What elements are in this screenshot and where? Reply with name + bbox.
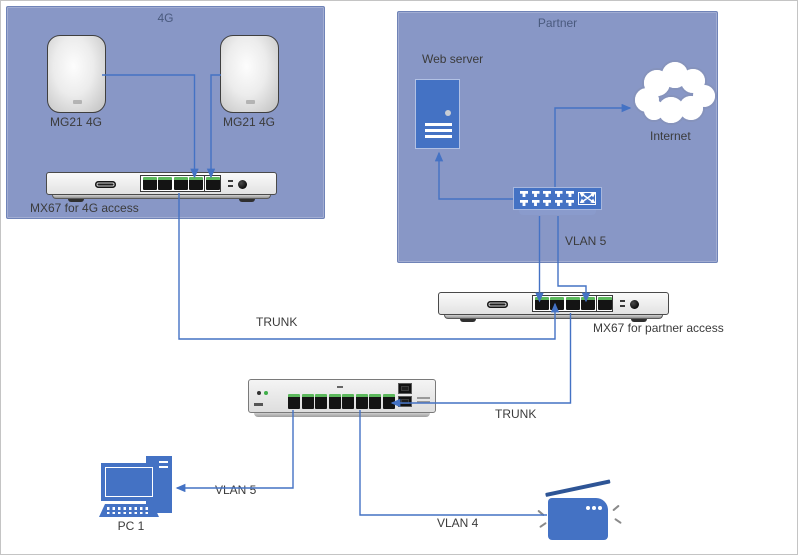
switch-body xyxy=(513,187,602,210)
ethernet-port xyxy=(581,297,595,310)
mx67-4g-router-icon xyxy=(46,172,277,202)
status-led xyxy=(257,391,261,395)
router-chassis xyxy=(46,172,277,195)
ethernet-port xyxy=(206,177,220,190)
chassis-base xyxy=(254,413,430,417)
printer-buttons xyxy=(586,506,590,510)
status-led xyxy=(264,391,268,395)
ethernet-port xyxy=(342,394,354,409)
printer-icon xyxy=(537,479,624,554)
group-partner-title: Partner xyxy=(537,16,578,30)
vent-mark xyxy=(337,386,343,388)
partner-switch-icon xyxy=(513,187,602,215)
ethernet-port xyxy=(369,394,381,409)
chassis-foot xyxy=(239,199,255,202)
trunk-4g-label: TRUNK xyxy=(256,315,298,329)
vlan5-partner-label: VLAN 5 xyxy=(565,234,607,248)
ethernet-port xyxy=(328,394,341,409)
mx67-partner-label: MX67 for partner access xyxy=(593,321,724,335)
ethernet-port xyxy=(534,297,549,310)
internet-cloud-icon xyxy=(627,55,719,129)
vlan4-printer-label: VLAN 4 xyxy=(437,516,479,530)
wan-port-group xyxy=(596,295,613,312)
power-connector xyxy=(630,300,639,309)
web-server-label: Web server xyxy=(422,52,484,66)
status-leds xyxy=(228,180,233,182)
ethernet-port xyxy=(189,177,203,190)
mg21-right-label: MG21 4G xyxy=(222,115,276,129)
chassis-foot xyxy=(68,199,84,202)
printer-lid xyxy=(545,479,611,497)
pc-monitor xyxy=(101,463,157,501)
pc-keyboard xyxy=(99,504,159,517)
switch-port-symbols xyxy=(520,191,574,206)
mg21-left-device-icon xyxy=(47,35,106,113)
crossover-arrows-icon xyxy=(578,192,596,205)
pc-icon xyxy=(99,453,173,519)
ethernet-port xyxy=(315,394,327,409)
device-logo xyxy=(245,100,255,104)
trunk-lan-label: TRUNK xyxy=(495,407,537,421)
mg21-left-label: MG21 4G xyxy=(49,115,103,129)
ethernet-port xyxy=(142,177,157,190)
link-lan-switch-to-pc1 xyxy=(175,410,294,493)
mx67-4g-label: MX67 for 4G access xyxy=(30,201,139,215)
lan-switch-icon xyxy=(248,379,436,417)
internet-label: Internet xyxy=(650,129,691,143)
wan-port-group xyxy=(204,175,221,192)
router-chassis xyxy=(438,292,669,315)
usb-port xyxy=(95,181,116,188)
ethernet-port xyxy=(565,297,580,310)
ethernet-port-row xyxy=(288,394,395,409)
vlan5-pc-label: VLAN 5 xyxy=(215,483,257,497)
group-4g-title: 4G xyxy=(157,11,174,25)
web-server-icon xyxy=(415,79,460,149)
sfp-module xyxy=(398,396,412,407)
sfp-module xyxy=(398,383,412,394)
mx67-partner-router-icon xyxy=(438,292,669,322)
ethernet-port xyxy=(288,394,300,409)
printer-body xyxy=(548,498,608,540)
server-led xyxy=(445,110,451,116)
ethernet-port xyxy=(173,177,188,190)
reset-slot xyxy=(254,403,263,406)
mg21-right-device-icon xyxy=(220,35,279,113)
device-logo xyxy=(72,100,82,104)
ethernet-port xyxy=(158,177,172,190)
power-connector xyxy=(238,180,247,189)
usb-port xyxy=(487,301,508,308)
lan-port-group xyxy=(140,175,208,192)
status-leds xyxy=(620,300,625,302)
ethernet-port xyxy=(598,297,612,310)
ethernet-port xyxy=(550,297,564,310)
switch-chassis xyxy=(248,379,436,413)
ethernet-port xyxy=(301,394,314,409)
chassis-print xyxy=(417,397,430,405)
ethernet-port xyxy=(382,394,395,409)
pc1-label: PC 1 xyxy=(117,519,145,533)
lan-port-group xyxy=(532,295,600,312)
ethernet-port xyxy=(355,394,368,409)
chassis-foot xyxy=(460,319,476,322)
switch-shadow-base xyxy=(519,210,596,215)
link-lan-switch-to-printer xyxy=(359,410,547,516)
sfp-uplink-ports xyxy=(398,383,412,407)
chassis-foot xyxy=(631,319,647,322)
